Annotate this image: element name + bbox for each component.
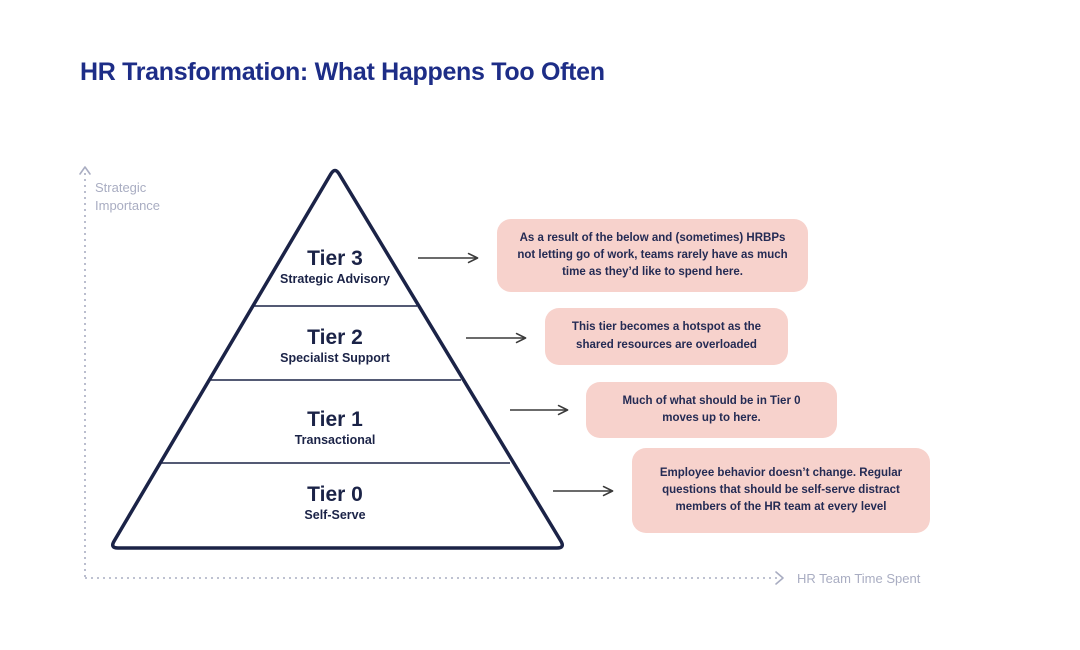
callout-tier-0: Employee behavior doesn’t change. Regula… bbox=[632, 448, 930, 533]
tier-label-3: Tier 3 Strategic Advisory bbox=[280, 247, 390, 286]
callout-text: Employee behavior doesn’t change. Regula… bbox=[659, 466, 903, 514]
x-axis-label: HR Team Time Spent bbox=[797, 571, 921, 586]
tier-name: Tier 2 bbox=[307, 326, 363, 349]
page-title: HR Transformation: What Happens Too Ofte… bbox=[80, 58, 605, 86]
tier-name: Tier 3 bbox=[307, 247, 363, 270]
callout-tier-2: This tier becomes a hotspot as the share… bbox=[545, 308, 788, 365]
tier-label-0: Tier 0 Self-Serve bbox=[304, 483, 365, 522]
callout-tier-3: As a result of the below and (sometimes)… bbox=[497, 219, 808, 292]
callout-tier-1: Much of what should be in Tier 0 moves u… bbox=[586, 382, 837, 438]
x-axis-arrowhead-icon bbox=[775, 571, 784, 585]
callout-text: As a result of the below and (sometimes)… bbox=[517, 231, 788, 279]
tier-subtitle: Transactional bbox=[294, 433, 376, 448]
callout-text: Much of what should be in Tier 0 moves u… bbox=[622, 394, 801, 424]
pyramid-shape bbox=[110, 168, 565, 550]
y-axis-label: Strategic Importance bbox=[95, 180, 161, 213]
tier-subtitle: Strategic Advisory bbox=[280, 272, 390, 287]
y-axis-arrowhead-icon bbox=[79, 166, 91, 175]
tier-label-1: Tier 1 Transactional bbox=[295, 408, 376, 447]
tier-name: Tier 0 bbox=[307, 483, 363, 506]
tier-name: Tier 1 bbox=[307, 408, 363, 431]
callout-text: This tier becomes a hotspot as the share… bbox=[571, 321, 762, 351]
tier-subtitle: Specialist Support bbox=[280, 351, 390, 366]
tier-subtitle: Self-Serve bbox=[304, 508, 366, 523]
tier-label-2: Tier 2 Specialist Support bbox=[280, 326, 390, 365]
